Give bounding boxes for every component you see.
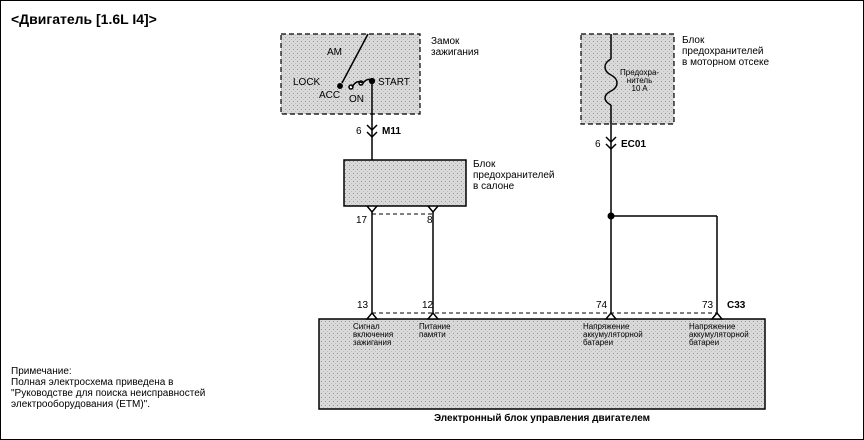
fuse-symbol xyxy=(604,34,618,124)
connector-m11-pin: 6 xyxy=(356,126,362,137)
ecm-pin-74-label: Напряжение аккумуляторной батареи xyxy=(583,322,643,347)
note-line: электрооборудования (ETM)". xyxy=(11,399,150,410)
ignition-switch-symbol xyxy=(337,33,376,114)
wire-ec01 xyxy=(605,124,718,319)
ecm-pin-73: 73 xyxy=(702,300,714,311)
note-line: Полная электросхема приведена в xyxy=(11,377,174,388)
fuse-label: Предохра- нитель 10 A xyxy=(620,68,660,93)
switch-position-on: ON xyxy=(349,94,364,105)
ecm-pins xyxy=(365,311,724,320)
cabin-fuse-box xyxy=(343,159,467,207)
splice-junction xyxy=(607,212,615,220)
cabin-fuse-box-label: Блок предохранителей в салоне xyxy=(473,159,555,192)
ecm-pin-12: 12 xyxy=(422,300,434,311)
connector-ec01-pin: 6 xyxy=(595,139,601,150)
cabin-fuse-pins xyxy=(366,205,439,319)
ecm-pin-13-label: Сигнал включения зажигания xyxy=(353,322,394,347)
note: Примечание: Полная электросхема приведен… xyxy=(11,366,205,410)
ecm-box xyxy=(318,318,766,410)
ecm-pin-74: 74 xyxy=(596,300,608,311)
ignition-switch-label: Замок зажигания xyxy=(431,36,479,58)
engine-fuse-box xyxy=(580,33,675,125)
switch-position-am: AM xyxy=(327,47,342,58)
wire-m11 xyxy=(366,114,378,160)
switch-position-acc: ACC xyxy=(319,90,341,101)
connector-m11-name: M11 xyxy=(382,126,401,137)
connector-ec01-name: EC01 xyxy=(621,139,647,150)
note-line: "Руководстве для поиска неисправностей xyxy=(11,388,206,399)
ecm-pin-13: 13 xyxy=(357,300,369,311)
engine-fuse-box-label: Блок предохранителей в моторном отсеке xyxy=(682,35,770,68)
cabin-fuse-pin-8: 8 xyxy=(427,215,433,226)
switch-position-start: START xyxy=(378,77,410,88)
ecm-label: Электронный блок управления двигателем xyxy=(433,413,651,424)
cabin-fuse-pin-17: 17 xyxy=(356,215,368,226)
note-heading: Примечание: xyxy=(11,366,72,377)
ecm-pin-12-label: Питание памяти xyxy=(419,322,451,339)
switch-position-lock: LOCK xyxy=(293,77,321,88)
page-title: <Двигатель [1.6L I4]> xyxy=(11,11,157,27)
ecm-pin-73-label: Напряжение аккумуляторной батареи xyxy=(689,322,749,347)
connector-c33-name: C33 xyxy=(727,300,746,311)
ignition-switch-box xyxy=(280,33,421,115)
